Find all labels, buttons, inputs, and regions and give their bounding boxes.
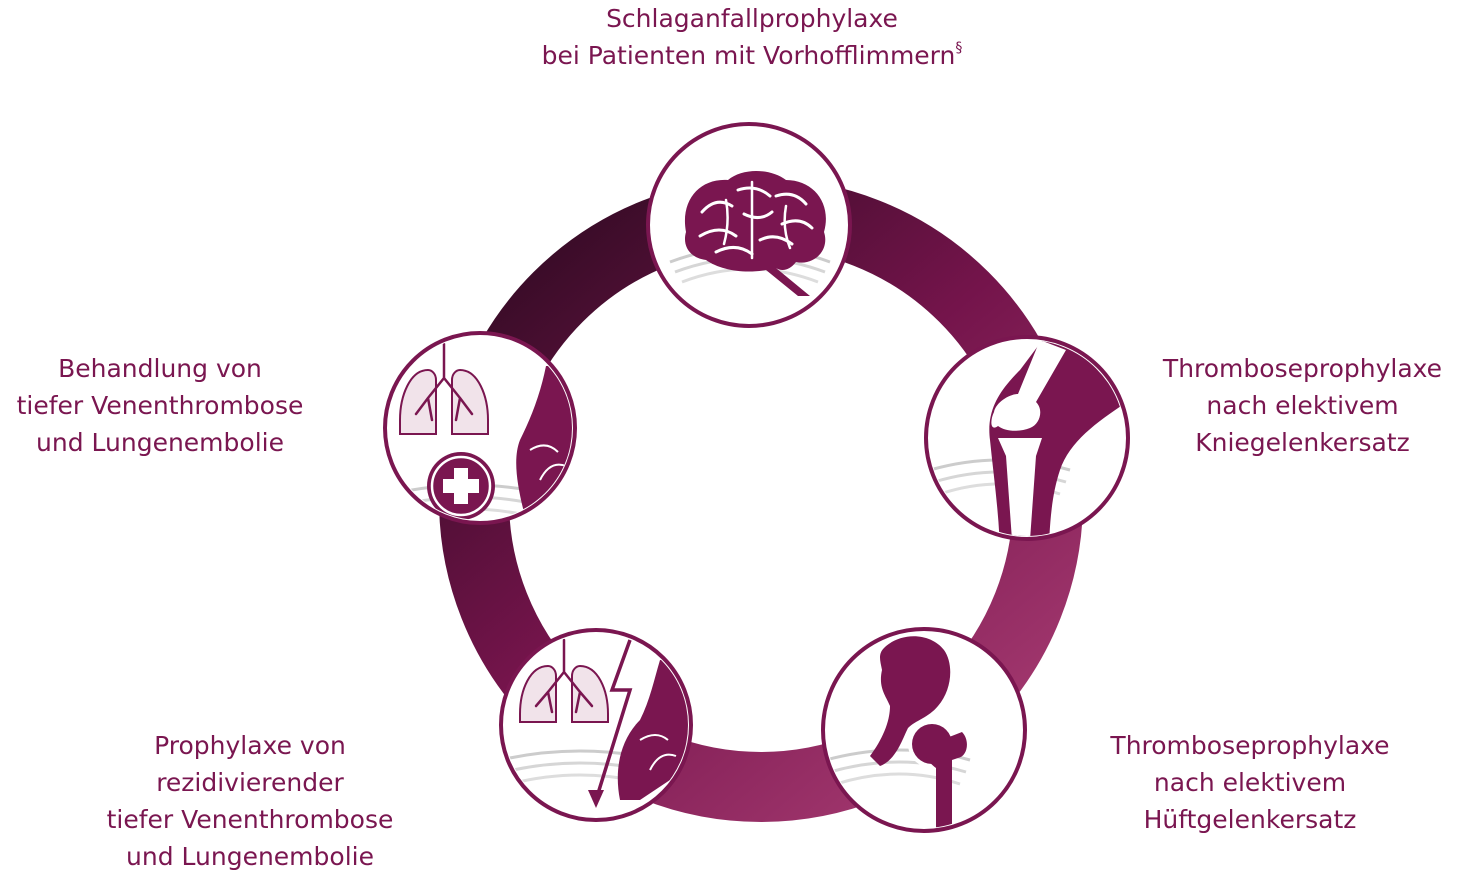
hip-joint-icon — [826, 636, 971, 828]
label-recurrent-vte-prophylaxis: Prophylaxe von rezidivierender tiefer Ve… — [80, 727, 420, 875]
label-line: Thromboseprophylaxe — [1162, 354, 1443, 383]
label-knee-replacement: Thromboseprophylaxe nach elektivem Knieg… — [1140, 350, 1465, 461]
label-line: und Lungenembolie — [36, 428, 284, 457]
knee-joint-icon — [929, 340, 1125, 536]
label-line: und Lungenembolie — [126, 842, 374, 871]
label-line: Schlaganfallprophylaxe — [606, 4, 898, 33]
label-line: nach elektivem — [1206, 391, 1399, 420]
label-line: Behandlung von — [58, 354, 262, 383]
label-line: tiefer Venenthrombose — [16, 391, 304, 420]
label-line: Hüftgelenkersatz — [1143, 805, 1357, 834]
label-line: bei Patienten mit Vorhofflimmern§ — [482, 37, 1022, 74]
label-vte-pe-treatment: Behandlung von tiefer Venenthrombose und… — [0, 350, 320, 461]
node-stroke-prophylaxis — [646, 122, 852, 328]
brain-icon — [669, 171, 831, 296]
node-hip-replacement — [821, 627, 1027, 833]
label-line: Thromboseprophylaxe — [1110, 731, 1390, 760]
node-vte-pe-treatment — [383, 331, 577, 525]
footnote-mark: § — [955, 40, 963, 56]
label-stroke-prophylaxis: Schlaganfallprophylaxe bei Patienten mit… — [482, 0, 1022, 74]
label-line: rezidivierender — [156, 768, 344, 797]
node-recurrent-vte-prophylaxis — [499, 628, 693, 822]
node-knee-replacement — [924, 335, 1130, 541]
label-line: Prophylaxe von — [154, 731, 346, 760]
medical-cross-icon — [427, 452, 495, 520]
label-line: tiefer Venenthrombose — [106, 805, 394, 834]
label-hip-replacement: Thromboseprophylaxe nach elektivem Hüftg… — [1085, 727, 1415, 838]
label-line: nach elektivem — [1153, 768, 1347, 797]
label-line-text: bei Patienten mit Vorhofflimmern — [541, 41, 956, 70]
label-line: Kniegelenkersatz — [1195, 428, 1410, 457]
